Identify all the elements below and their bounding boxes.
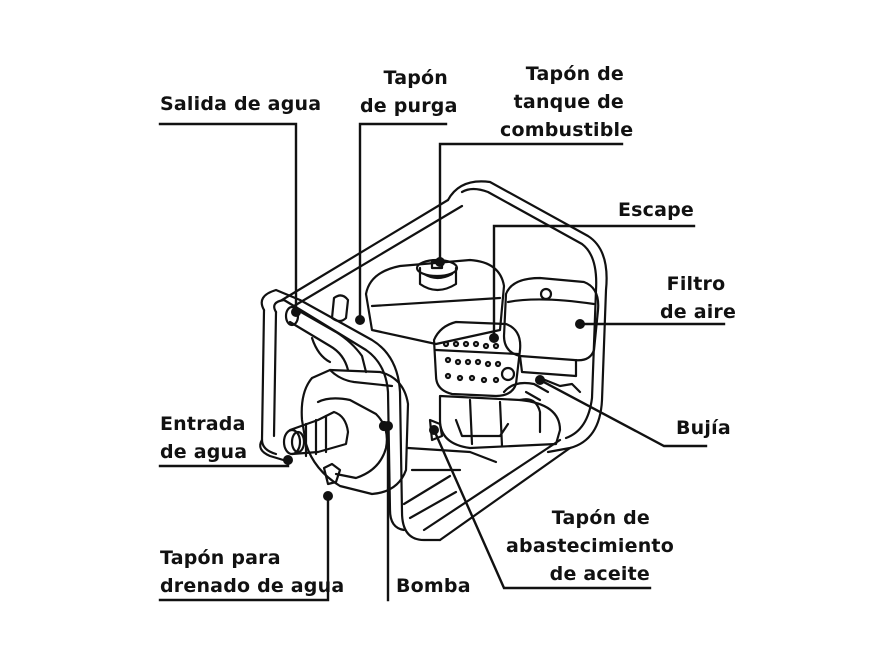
label-escape: Escape (617, 199, 694, 221)
label-tapon-aceite: Tapón de abastecimiento de aceite (506, 507, 674, 585)
fuel-tank (364, 258, 506, 346)
frame-left-loop (260, 288, 442, 542)
label-salida-agua: Salida de agua (160, 93, 322, 115)
leader-drenado (158, 494, 330, 602)
inlet-pipe (288, 410, 350, 456)
drain-plug (322, 462, 342, 486)
leader-escape (492, 224, 696, 340)
label-tapon-purga: Tapón de purga (360, 67, 458, 117)
outlet-pipe (292, 306, 368, 374)
spark-plug (538, 376, 582, 394)
frame-back-loop (446, 180, 608, 454)
label-drenado: Tapón para drenado de agua (160, 547, 345, 597)
label-filtro-aire: Filtro de aire (660, 273, 737, 323)
leader-tapon-tanque (438, 142, 624, 264)
leader-tapon-purga (358, 122, 448, 322)
label-tapon-tanque: Tapón de tanque de combustible (500, 63, 634, 141)
air-filter (502, 276, 600, 362)
label-bujia: Bujía (676, 417, 731, 439)
leader-salida-agua (158, 122, 298, 314)
label-bomba: Bomba (396, 575, 471, 597)
leader-bujia (538, 378, 708, 448)
frame-top-rail (280, 198, 450, 302)
label-entrada-agua: Entrada de agua (160, 413, 248, 463)
frame-bottom-rail (438, 446, 572, 542)
frame-front-loop (259, 438, 292, 464)
pump-housing (300, 368, 410, 496)
leader-tapon-aceite (432, 428, 652, 590)
